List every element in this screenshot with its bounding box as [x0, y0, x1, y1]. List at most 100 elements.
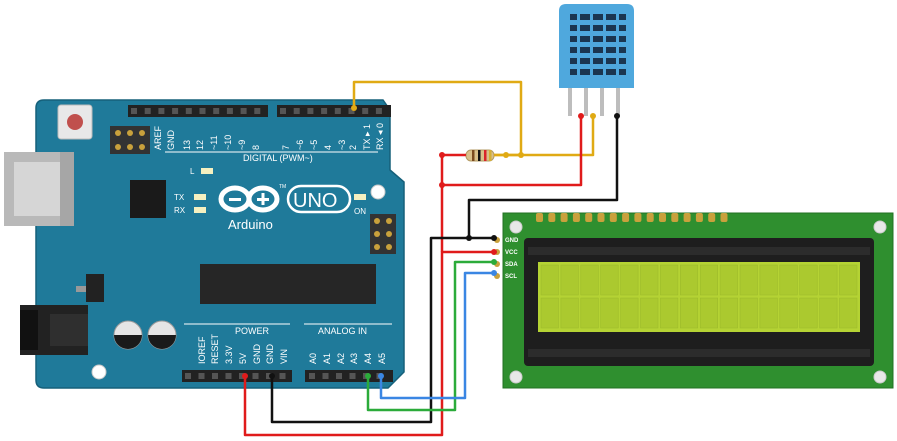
lcd-cell [799, 297, 818, 329]
wire-junction [439, 182, 445, 188]
capacitor [113, 320, 143, 350]
digital-pin-label: ~3 [337, 140, 347, 150]
digital-pin-label: RX ◂ 0 [375, 123, 385, 150]
wire-junction [578, 113, 584, 119]
led-on-label: ON [354, 207, 366, 216]
grille-slot [580, 58, 590, 64]
icsp-header [110, 126, 150, 154]
analog-pin-label: A3 [349, 353, 359, 364]
reset-button[interactable] [57, 104, 93, 140]
digital-header-label: DIGITAL (PWM~) [243, 153, 313, 163]
digital-pin-label: ~11 [209, 135, 219, 150]
icsp-header-2 [370, 214, 396, 254]
wire-junction [378, 373, 384, 379]
analog-pin-label: A5 [377, 353, 387, 364]
power-pin-label: RESET [210, 333, 220, 364]
analog-pin-label: A0 [308, 353, 318, 364]
wire-junction [351, 105, 357, 111]
wire-junction [439, 152, 445, 158]
ground-wire-sensor [467, 116, 619, 238]
lcd-cell [759, 297, 778, 329]
grille-slot [570, 25, 577, 31]
lcd-cell [739, 297, 758, 329]
power-pin-label: GND [265, 344, 275, 365]
sensor-grille [570, 14, 626, 75]
grille-slot [593, 25, 603, 31]
lcd-cell [560, 297, 579, 329]
grille-slot [580, 69, 590, 75]
led-rx [194, 207, 206, 213]
lcd-cell [779, 264, 798, 296]
arduino-uno-board: L TX RX ON Arduino UNO TM DIGITAL (PWM~)… [4, 99, 405, 389]
wire-junction [503, 152, 509, 158]
grille-slot [570, 58, 577, 64]
uno-badge [286, 184, 352, 214]
grille-slot [619, 58, 626, 64]
lcd-pin-label: VCC [505, 250, 518, 256]
wire-junction [466, 235, 472, 241]
digital-pin-label: 2 [348, 145, 358, 150]
led-l-label: L [190, 167, 195, 176]
lcd-cell [719, 297, 738, 329]
lcd-cell [660, 264, 679, 296]
wire-junction [242, 373, 248, 379]
grille-slot [593, 47, 603, 53]
lcd-cell [839, 264, 858, 296]
analog-header-label: ANALOG IN [318, 326, 367, 336]
lcd-cell [779, 297, 798, 329]
grille-slot [619, 25, 626, 31]
dht-sensor [559, 4, 634, 116]
digital-pin-label: 12 [195, 140, 205, 150]
grille-slot [570, 47, 577, 53]
power-jack [20, 305, 88, 355]
digital-pin-label: TX ▸ 1 [362, 124, 372, 150]
lcd-cell [699, 297, 718, 329]
lcd-cell [759, 264, 778, 296]
mount-hole [91, 364, 107, 380]
lcd-cell [540, 264, 559, 296]
power-pin-label: VIN [279, 349, 289, 364]
digital-pin-label: GND [166, 130, 176, 151]
power-header-label: POWER [235, 326, 270, 336]
lcd-cell [819, 264, 838, 296]
grille-slot [606, 47, 616, 53]
grille-slot [593, 36, 603, 42]
lcd-cell [699, 264, 718, 296]
grille-slot [619, 36, 626, 42]
power-pin-label: 5V [238, 353, 248, 364]
lcd-cell [620, 297, 639, 329]
usb-connector [4, 152, 74, 226]
wire-junction [518, 152, 524, 158]
grille-slot [619, 14, 626, 20]
grille-slot [619, 69, 626, 75]
power-pin-label: IOREF [197, 336, 207, 364]
lcd-cell [580, 264, 599, 296]
wire-junction [491, 259, 497, 265]
lcd-cell [640, 297, 659, 329]
grille-slot [580, 14, 590, 20]
power-pin-label: GND [252, 344, 262, 365]
lcd-pin-label: SDA [505, 262, 518, 268]
grille-slot [570, 69, 577, 75]
capacitor [147, 320, 177, 350]
power-pin-label: 3.3V [224, 345, 234, 364]
voltage-regulator [76, 274, 104, 302]
led-l [201, 168, 213, 174]
wire-junction [365, 373, 371, 379]
wire-junction [590, 113, 596, 119]
grille-slot [593, 69, 603, 75]
lcd-cell [680, 297, 699, 329]
digital-pin-label: ~9 [237, 140, 247, 150]
digital-pin-label: 13 [182, 140, 192, 150]
lcd-cell [620, 264, 639, 296]
signal-wire-sensor [494, 116, 595, 157]
grille-slot [570, 14, 577, 20]
lcd-pin-label: GND [505, 238, 519, 244]
grille-slot [606, 25, 616, 31]
lcd-cell [580, 297, 599, 329]
lcd-cell [600, 297, 619, 329]
grille-slot [619, 47, 626, 53]
lcd-cell [839, 297, 858, 329]
